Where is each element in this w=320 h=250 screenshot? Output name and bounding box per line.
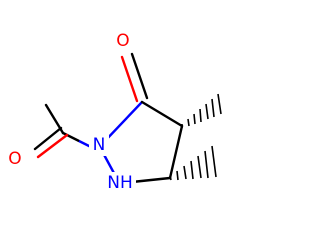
bonds xyxy=(33,52,184,184)
molecule-structure: O O N NH xyxy=(4,30,222,194)
atom-labels: O O N NH xyxy=(4,30,136,194)
hashed-wedge-c4-methyl xyxy=(181,93,222,128)
bond-c3-c4 xyxy=(140,100,184,128)
bond-n2-c3 xyxy=(102,100,144,144)
bond-acyl-c-o-double-b xyxy=(36,133,69,159)
bond-c5-n1 xyxy=(130,176,172,184)
n2-nitrogen-label: N xyxy=(93,135,106,155)
bond-c4-c5 xyxy=(168,124,184,180)
hashed-wedge-c5-methyl xyxy=(169,145,217,181)
ketone-oxygen-label: O xyxy=(116,31,129,51)
acetyl-oxygen-label: O xyxy=(8,149,21,169)
bond-acyl-c-o-double-a xyxy=(33,126,63,151)
n1-nh-label: NH xyxy=(107,173,133,193)
bond-c3-o-double-a xyxy=(120,55,139,103)
bond-c3-o-double-b xyxy=(130,52,149,100)
